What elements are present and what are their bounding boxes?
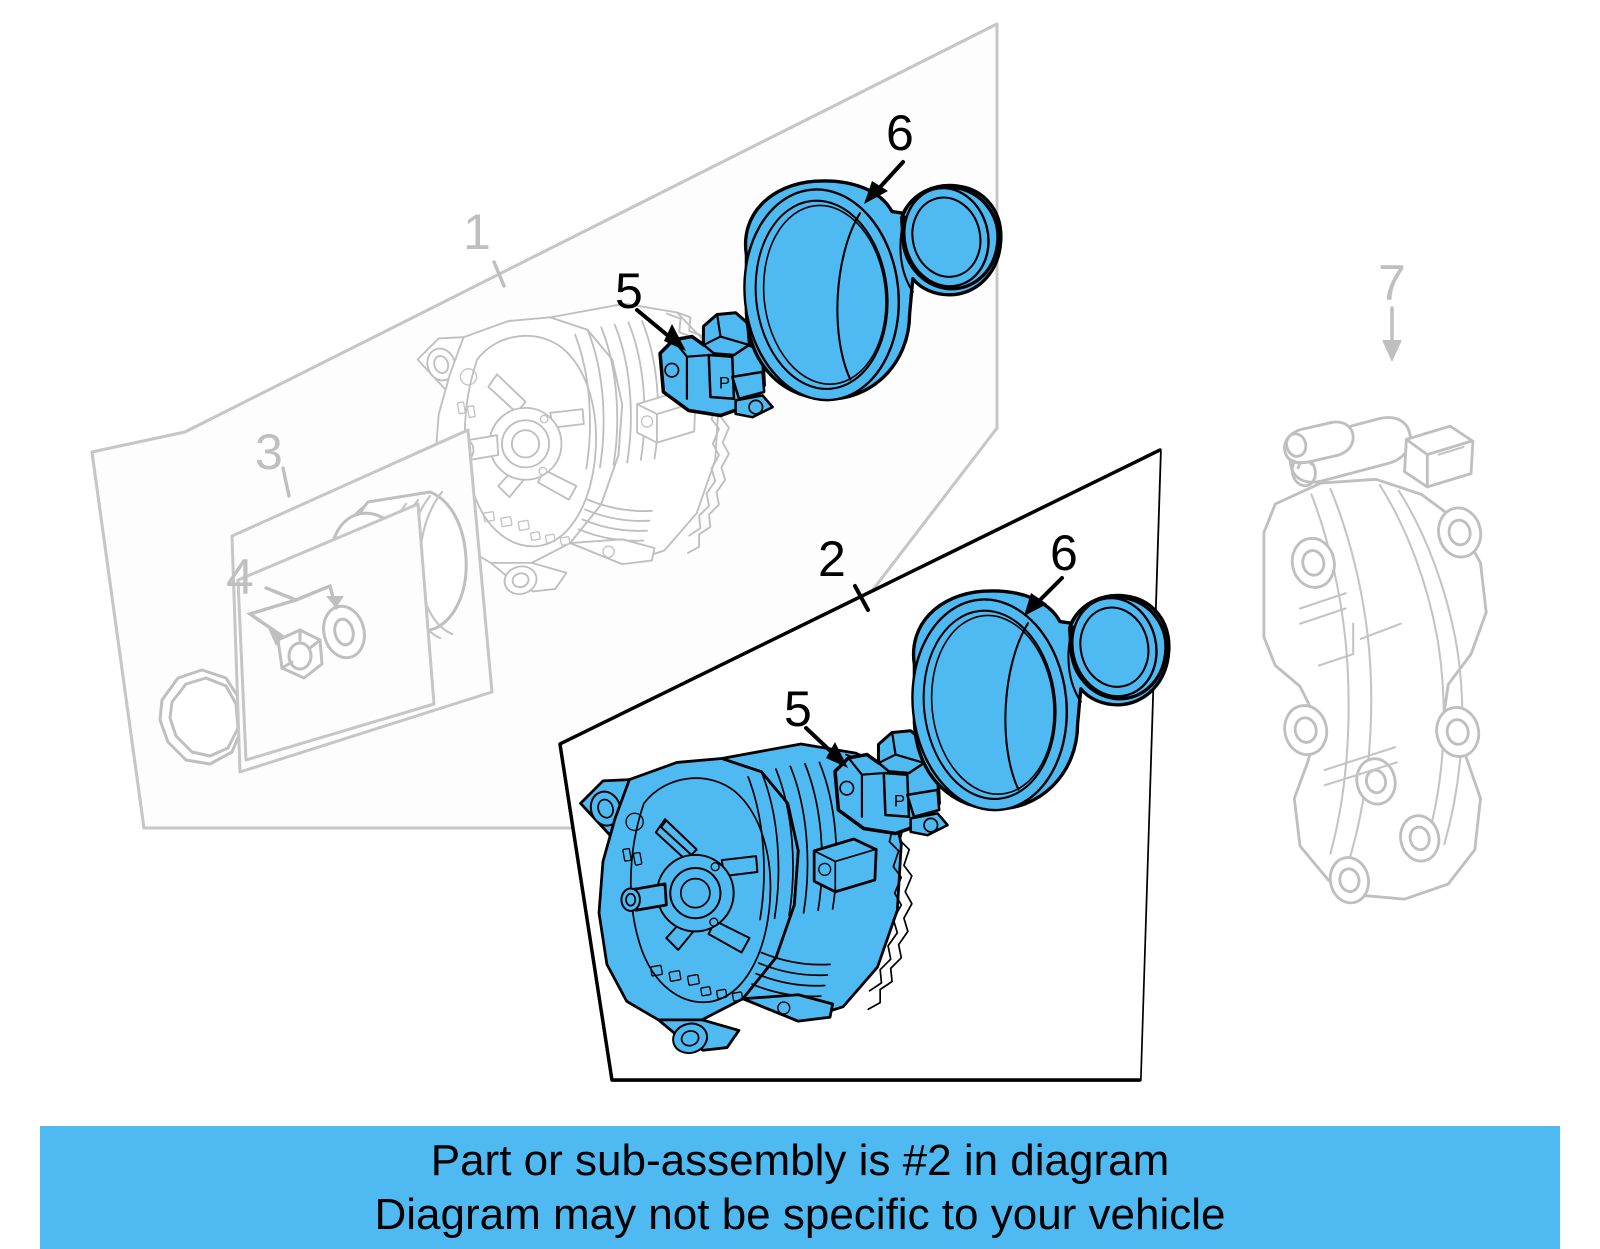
pulley-washer-faded: [322, 604, 366, 660]
callout-7-arrow: [1382, 306, 1402, 362]
callout-6-bottom-arrow: [1024, 576, 1064, 616]
callout-label-2[interactable]: 2: [818, 531, 846, 587]
callout-5-top-arrow: [635, 308, 686, 351]
callout-label-3[interactable]: 3: [255, 424, 283, 480]
mounting-bracket-faded: [1262, 416, 1488, 908]
callout-label-7[interactable]: 7: [1378, 255, 1406, 311]
callout-5-bottom-arrow: [804, 726, 848, 768]
pulley-nut-faded: [276, 628, 324, 680]
callout-label-1[interactable]: 1: [463, 204, 491, 260]
callout-label-6-bottom[interactable]: 6: [1050, 525, 1078, 581]
notice-banner: Part or sub-assembly is #2 in diagram Di…: [40, 1126, 1560, 1249]
callout-label-5-bottom[interactable]: 5: [784, 681, 812, 737]
callout-3-leader: [281, 466, 291, 498]
callout-2-leader: [853, 584, 870, 612]
notice-banner-line-2: Diagram may not be specific to your vehi…: [374, 1189, 1226, 1239]
gasket-ring-faded: [158, 668, 244, 766]
callout-label-4[interactable]: 4: [226, 549, 254, 605]
notice-banner-line-1: Part or sub-assembly is #2 in diagram: [430, 1135, 1170, 1185]
callout-label-6-top[interactable]: 6: [886, 105, 914, 161]
callout-label-5-top[interactable]: 5: [615, 263, 643, 319]
callout-1-leader: [492, 260, 506, 288]
callout-6-top-arrow: [864, 160, 905, 204]
callout-4-leader: [246, 583, 344, 646]
